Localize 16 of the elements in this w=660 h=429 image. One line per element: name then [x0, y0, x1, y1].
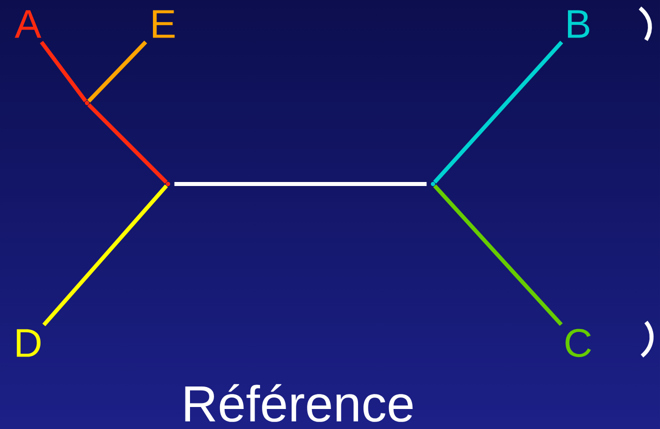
leaf-label: D [16, 329, 41, 357]
branch-point [166, 182, 170, 186]
leaf-label: A [14, 10, 42, 38]
tree-branch [40, 40, 88, 102]
leaf-label: B [568, 10, 590, 38]
tree-branch [42, 184, 168, 326]
leaf-label: C [566, 328, 591, 358]
tree-branch [87, 103, 168, 184]
tree-branch [87, 40, 148, 103]
tree-branch [433, 184, 563, 326]
caption-text: Référence [185, 384, 413, 422]
branch-point [430, 182, 436, 186]
tree-branch [433, 40, 564, 184]
branch-point [84, 100, 90, 106]
leaf-label: E [152, 10, 175, 38]
tree-branch [174, 182, 427, 186]
